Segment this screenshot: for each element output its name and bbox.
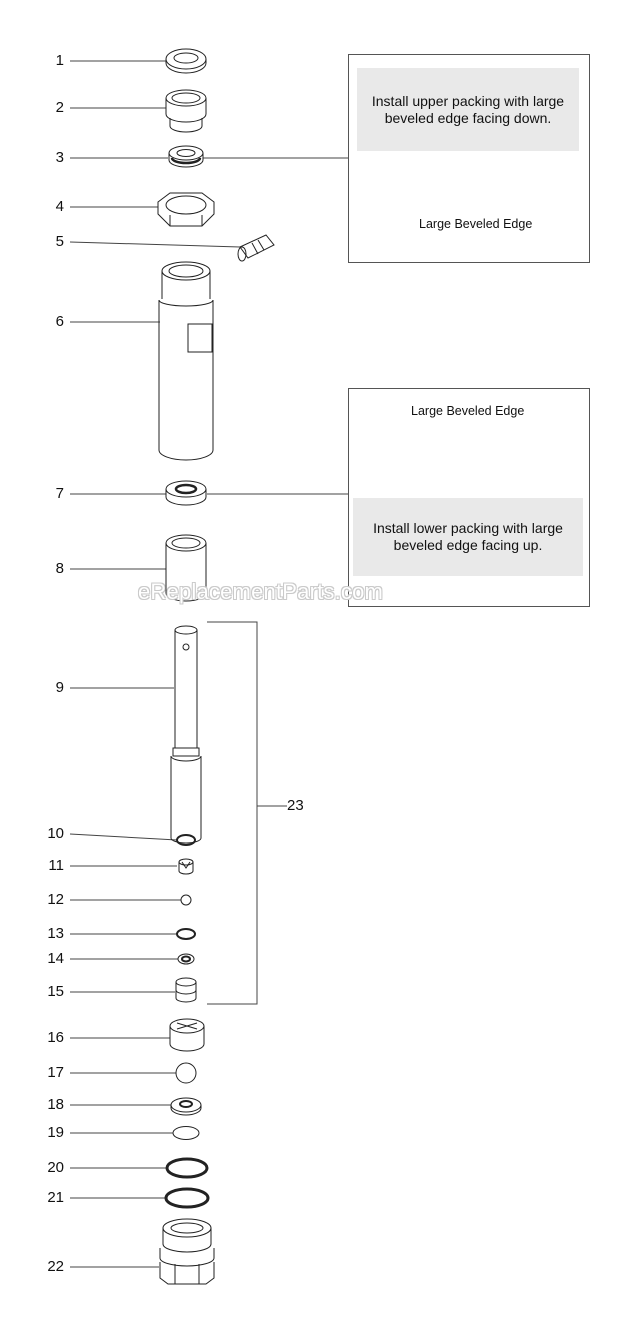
callout-18: 18 (47, 1096, 64, 1113)
callout-8: 8 (55, 560, 64, 577)
part-11-ball-cage (178, 858, 194, 875)
callout-19: 19 (47, 1124, 64, 1141)
callout-10: 10 (47, 825, 64, 842)
lower-large-beveled-edge-label: Large Beveled Edge (411, 404, 525, 418)
part-2-packing-nut (165, 89, 207, 133)
callout-9: 9 (55, 679, 64, 696)
watermark: eReplacementParts.com (138, 579, 384, 604)
callout-14: 14 (47, 950, 64, 967)
part-18-seat (170, 1097, 202, 1116)
callout-6: 6 (55, 313, 64, 330)
part-15-piston-valve (175, 977, 197, 1003)
part-7-lower-packing (165, 480, 207, 506)
callout-3: 3 (55, 149, 64, 166)
part-13-o-ring (176, 928, 196, 940)
callout-17: 17 (47, 1064, 64, 1081)
callout-12: 12 (47, 891, 64, 908)
part-10-o-ring (176, 834, 196, 846)
callout-22: 22 (47, 1258, 64, 1275)
callout-1: 1 (55, 52, 64, 69)
part-3-upper-packing (168, 145, 204, 168)
callout-7: 7 (55, 485, 64, 502)
callout-15: 15 (47, 983, 64, 1000)
callout-13: 13 (47, 925, 64, 942)
part-14-washer (177, 953, 195, 965)
upper-large-beveled-edge-label: Large Beveled Edge (419, 217, 533, 231)
callout-16: 16 (47, 1029, 64, 1046)
upper-packing-note: Install upper packing with large beveled… (348, 54, 590, 263)
lower-packing-note: Large Beveled Edge Install lower packing… (348, 388, 590, 607)
leader-lines (69, 60, 348, 1268)
part-4-jam-nut (157, 192, 215, 227)
part-9-displacement-rod (170, 625, 202, 844)
part-1-washer (165, 48, 207, 74)
part-21-o-ring (164, 1187, 210, 1209)
lower-packing-note-text: Install lower packing with large beveled… (353, 498, 583, 576)
upper-packing-note-text: Install upper packing with large beveled… (357, 68, 579, 151)
part-19-o-ring (172, 1126, 200, 1140)
part-6-cylinder (158, 261, 214, 461)
callout-20: 20 (47, 1159, 64, 1176)
callout-11: 11 (48, 857, 64, 874)
callout-5: 5 (55, 233, 64, 250)
part-5-fitting (237, 234, 275, 262)
callout-21: 21 (47, 1189, 64, 1206)
part-22-foot-valve-housing (159, 1218, 215, 1285)
part-12-ball (180, 894, 192, 906)
callout-4: 4 (55, 198, 64, 215)
part-16-intake-housing (169, 1018, 205, 1052)
part-20-o-ring (165, 1157, 209, 1179)
callout-2: 2 (55, 99, 64, 116)
part-8-sleeve (165, 534, 207, 602)
part-17-ball (175, 1062, 197, 1084)
callout-23: 23 (287, 797, 304, 814)
